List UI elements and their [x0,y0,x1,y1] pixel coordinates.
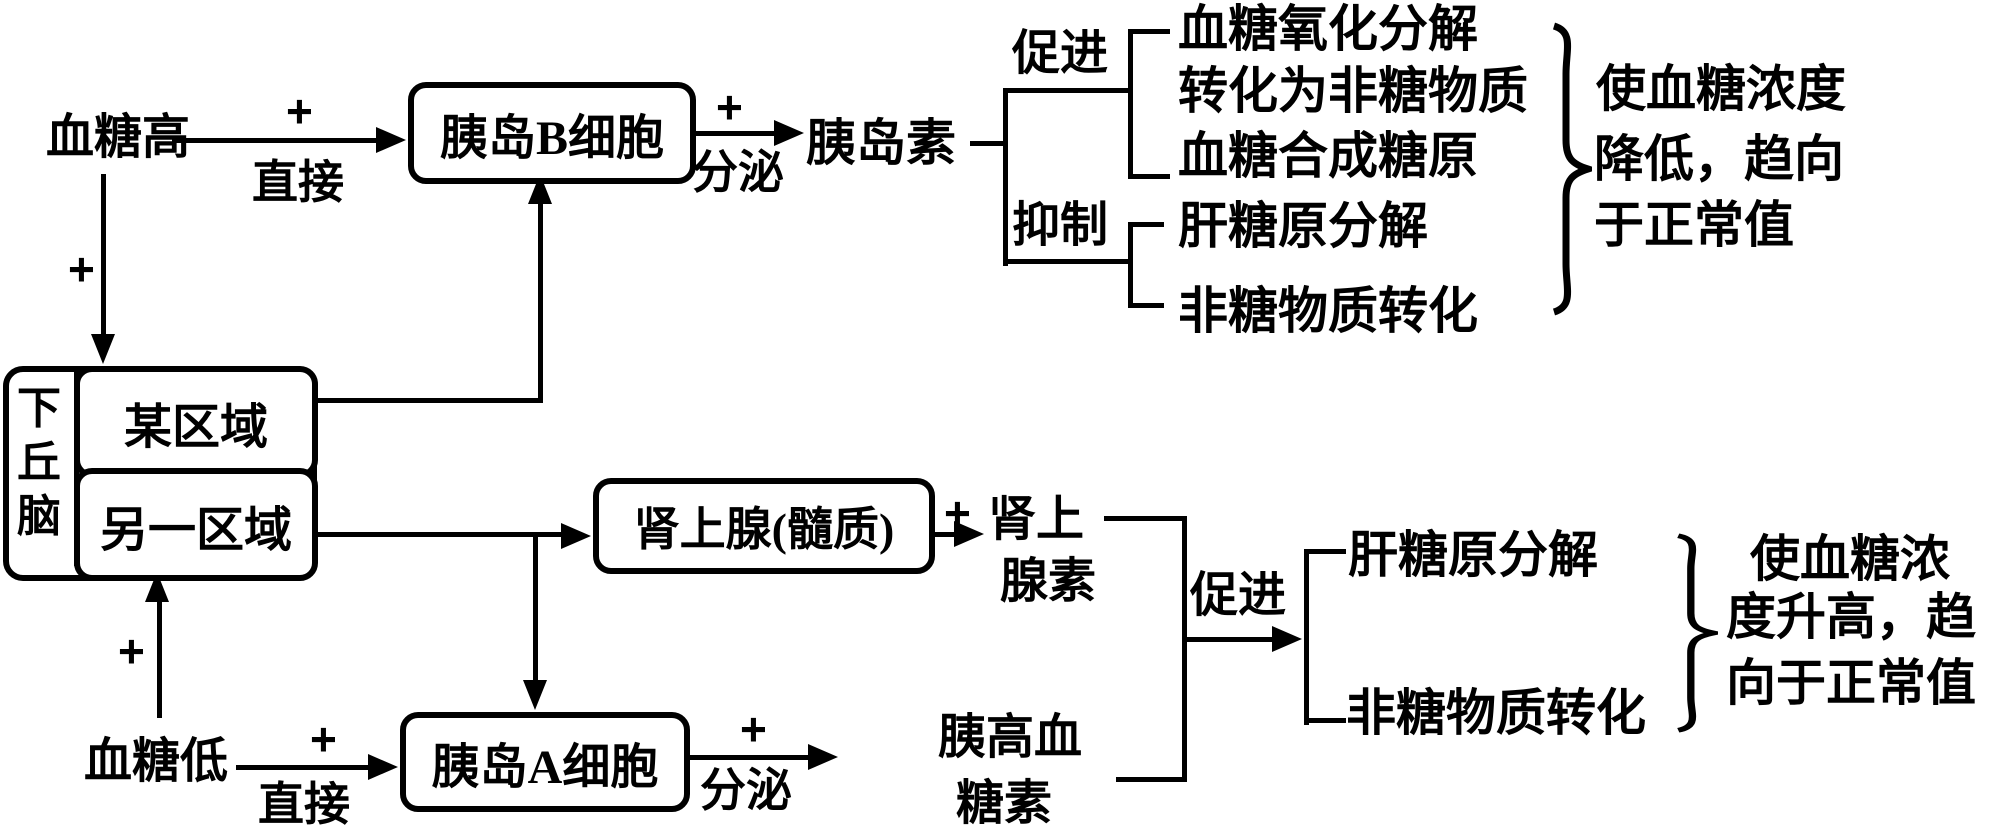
box-adrenal-medulla: 肾上腺(髓质) [593,478,935,574]
arrowhead-promote-glucagon [1272,626,1302,652]
label-secrete-top: 分泌 [692,147,784,198]
label-inhibit-insulin: 抑制 [1012,199,1109,252]
box-region-other-label: 另一区域 [99,503,292,557]
item-convert-to-nonsugar: 转化为非糖物质 [1178,63,1528,119]
box-islet-b-cells: 胰岛B细胞 [408,82,696,184]
item-glycogenolysis-promoted: 肝糖原分解 [1348,527,1598,583]
box-islet-a-cells-label: 胰岛A细胞 [431,741,659,794]
insulin-fork-vertical [1003,88,1008,266]
box-islet-b-cells-label: 胰岛B细胞 [439,112,665,165]
arrow-low-glucose-to-islet-a [236,765,371,770]
item-glucose-oxidation: 血糖氧化分解 [1178,1,1478,57]
connector-region-some-horizontal [306,398,543,403]
insulin-promote-branch [1003,88,1133,93]
label-promote-insulin: 促进 [1012,27,1109,80]
insulin-result-line-2: 降低，趋向 [1594,131,1844,187]
connector-insulin-to-fork [970,141,1006,146]
item-glucose-to-glycogen: 血糖合成糖原 [1178,128,1478,184]
box-region-some: 某区域 [74,366,318,478]
promote-bracket-tick-top [1128,29,1170,34]
plus-sign-to-hypothalamus: + [68,243,95,295]
promote-bracket-vertical [1128,29,1133,179]
arrowhead-to-glucagon [808,744,838,770]
plus-sign-direct-bottom: + [310,713,337,765]
inhibit-bracket-vertical [1128,222,1133,308]
box-islet-a-cells: 胰岛A细胞 [400,712,690,812]
plus-sign-direct-top: + [286,85,313,137]
connector-glucagon-to-fork [1116,777,1186,782]
label-direct-top: 直接 [252,157,344,208]
insulin-inhibit-branch [1003,259,1133,264]
arrow-high-glucose-to-islet-b [172,138,379,143]
promote-bracket-tick-bottom [1128,174,1170,179]
glucagon-result-line-1: 使血糖浓 [1750,531,1950,587]
arrowhead-into-islet-a-top [523,680,547,710]
plus-sign-to-region-other: + [118,625,145,677]
brace-glucagon-result [1676,533,1718,733]
label-promote-glucagon: 促进 [1190,569,1287,622]
node-insulin: 胰岛素 [806,115,956,171]
connector-adrenaline-to-fork [1104,516,1186,521]
glucagon-bracket-tick-top [1304,549,1346,554]
glucagon-bracket-tick-bottom [1304,718,1346,723]
connector-region-some-vertical [538,198,543,403]
label-secrete-bottom: 分泌 [700,765,792,816]
arrowhead-into-region-some [91,334,115,364]
node-adrenaline-line2: 腺素 [1000,555,1097,608]
item-nonsugar-conversion-inhibited: 非糖物质转化 [1178,283,1478,339]
glucagon-result-line-3: 向于正常值 [1726,655,1976,711]
label-direct-bottom: 直接 [258,779,350,830]
arrowhead-to-islet-a [368,754,398,780]
item-nonsugar-conversion-promoted: 非糖物质转化 [1346,685,1646,741]
plus-sign-adrenaline: + [944,487,971,539]
arrow-islet-a-to-glucagon [684,755,811,760]
arrow-islet-b-to-insulin [688,131,777,136]
insulin-result-line-1: 使血糖浓度 [1596,61,1846,117]
node-adrenaline-line1: 肾上 [988,493,1085,546]
node-high-blood-glucose: 血糖高 [46,111,191,164]
node-glucagon-line1: 胰高血 [938,711,1083,764]
label-hypothalamus: 下丘脑 [17,384,61,541]
node-low-blood-glucose: 血糖低 [84,735,229,788]
arrowhead-to-islet-b [376,127,406,153]
arrowhead-to-adrenaline [954,521,984,547]
arrowhead-to-insulin [774,120,804,146]
connector-drop-to-islet-a [533,532,538,684]
node-glucagon-line2: 糖素 [956,777,1053,830]
glucagon-fork-vertical [1182,516,1187,782]
inhibit-bracket-tick-top [1128,222,1164,227]
plus-sign-secrete-top: + [716,81,743,133]
arrow-high-glucose-to-hypothalamus [101,174,106,340]
arrow-adrenal-to-adrenaline [925,532,957,537]
arrowhead-into-adrenal [561,523,591,549]
glucagon-result-line-2: 度升高，趋 [1726,589,1976,645]
plus-sign-secrete-bottom: + [740,703,767,755]
arrow-promote-glucagon [1182,637,1275,642]
brace-insulin-result [1552,22,1592,316]
box-adrenal-medulla-label: 肾上腺(髓质) [633,504,895,555]
box-region-other: 另一区域 [74,468,318,581]
box-region-some-label: 某区域 [123,401,268,454]
arrow-low-glucose-to-hypothalamus [157,596,162,718]
glucagon-bracket-vertical [1304,549,1309,725]
insulin-result-line-3: 于正常值 [1594,197,1794,253]
inhibit-bracket-tick-bottom [1128,303,1164,308]
connector-region-other-horizontal [306,532,564,537]
item-glycogenolysis-inhibited: 肝糖原分解 [1178,198,1428,254]
